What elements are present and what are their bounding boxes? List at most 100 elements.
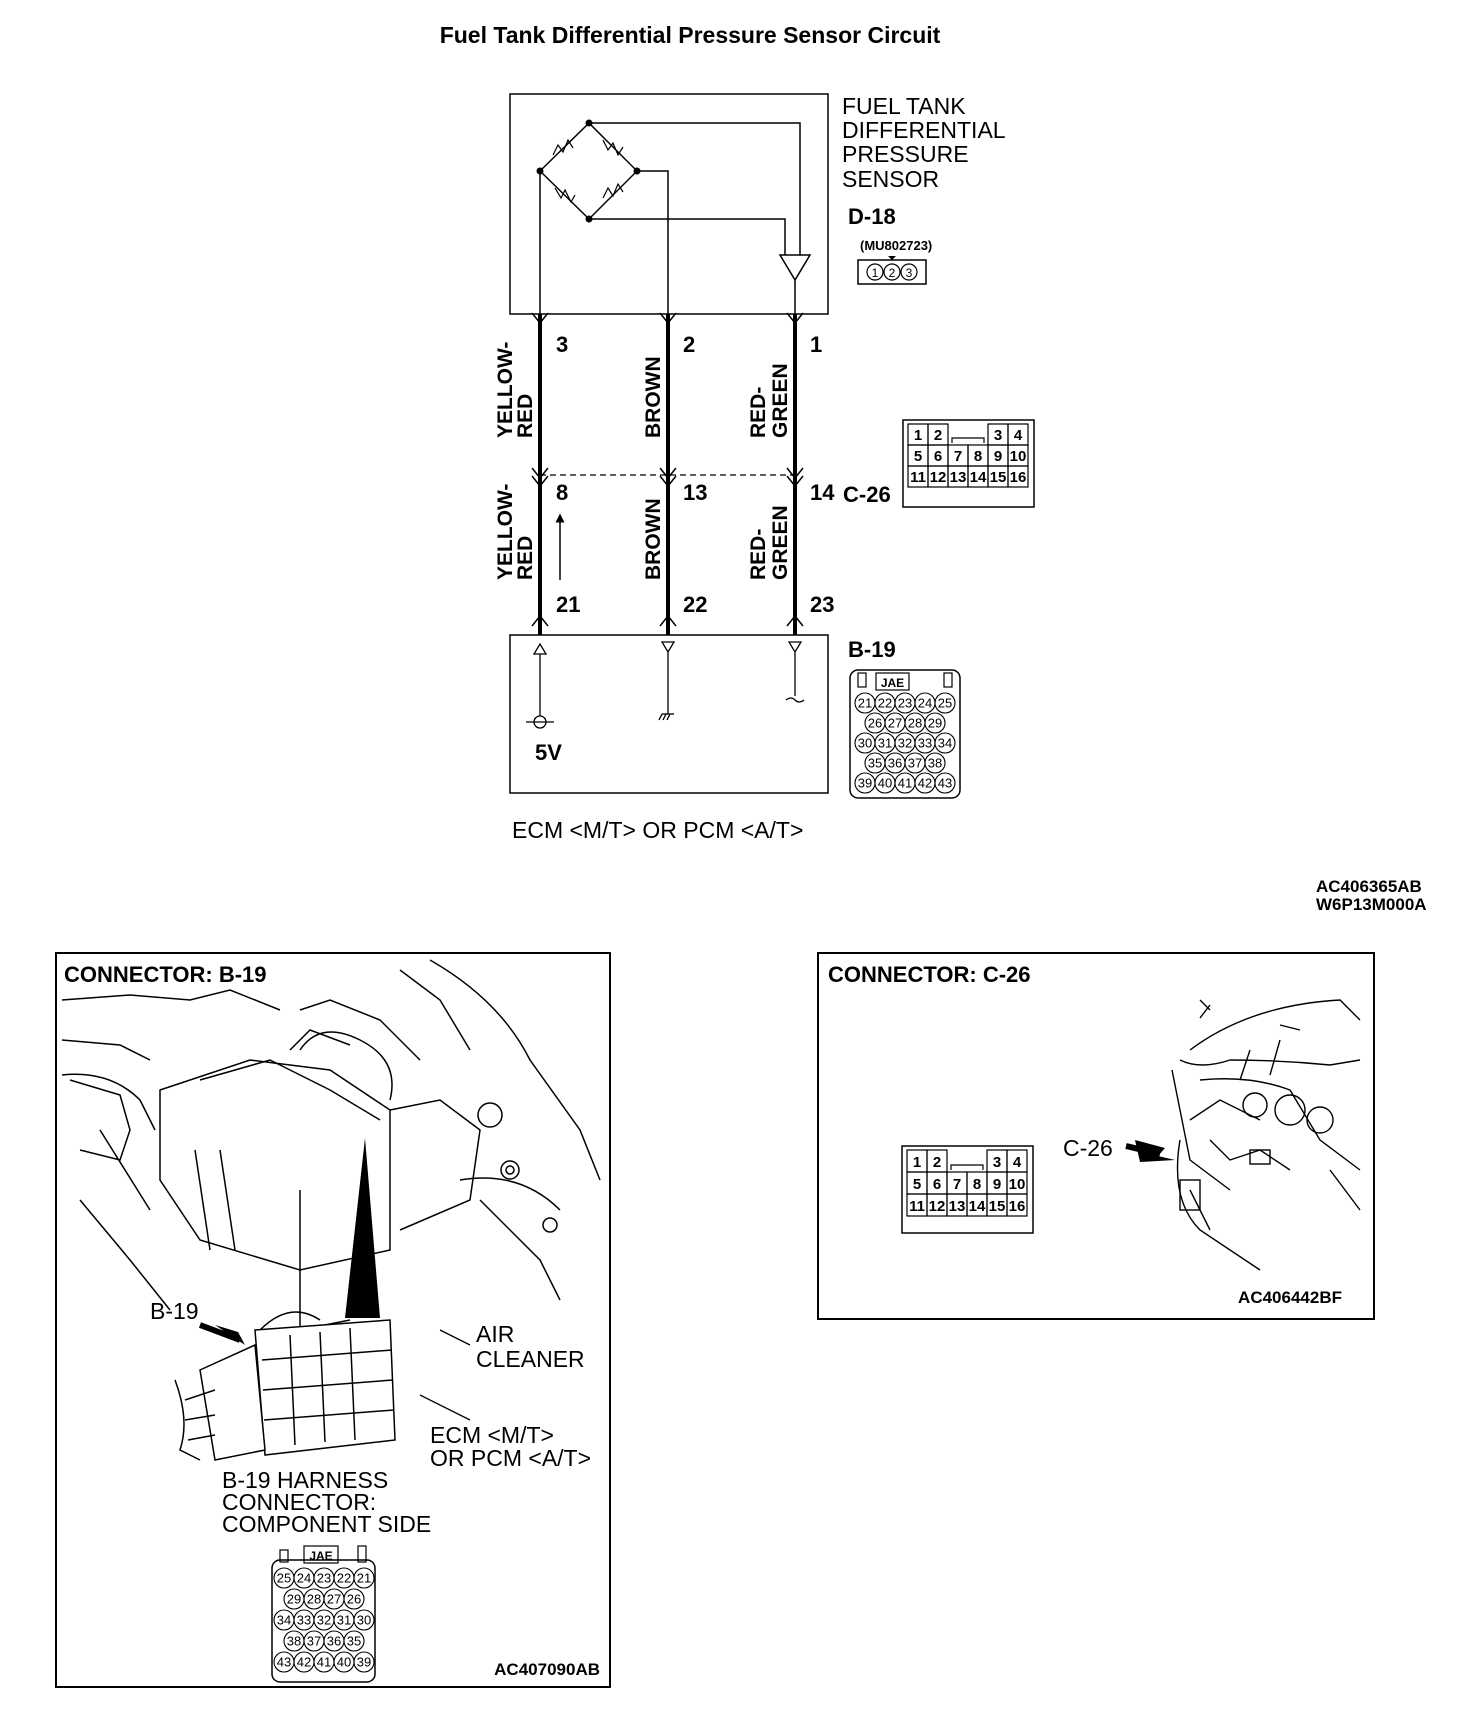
c26-top-pin-5: 5 <box>914 448 922 465</box>
c26-face-pin-5: 5 <box>913 1176 921 1193</box>
panel-c26-callout: C-26 <box>1063 1135 1113 1161</box>
b19-top-pin-28: 28 <box>908 716 922 731</box>
c26-face-pin-2: 2 <box>933 1154 941 1171</box>
wire-runs <box>531 312 804 635</box>
b19-face-pin-27: 27 <box>327 1592 341 1607</box>
c26-top-pin-11: 11 <box>910 469 926 486</box>
air-cleaner-line2: CLEANER <box>476 1346 585 1372</box>
c26-connector-name: C-26 <box>843 482 891 507</box>
wire-color-upper-3b: GREEN <box>769 363 792 438</box>
b19-face-pin-38: 38 <box>287 1634 301 1649</box>
harness-line3: COMPONENT SIDE <box>222 1511 431 1537</box>
panel-b19 <box>55 952 611 1688</box>
b19-face-pin-40: 40 <box>337 1655 351 1670</box>
b19-top-pin-34: 34 <box>938 736 952 751</box>
c26-pin-14: 14 <box>810 480 835 505</box>
b19-top-pin-37: 37 <box>908 756 922 771</box>
panel-ecm-line1: ECM <M/T> <box>430 1422 554 1448</box>
key-slot <box>951 437 985 443</box>
c26-top-pin-10: 10 <box>1010 448 1027 465</box>
b19-arrow-shaft <box>198 1322 242 1343</box>
pin-circle <box>353 1609 375 1631</box>
c26-face-pin-11: 11 <box>909 1198 925 1215</box>
sensor-pin-2: 2 <box>683 332 695 357</box>
pin-circle <box>343 1588 365 1610</box>
b19-face-pin-30: 30 <box>357 1613 371 1628</box>
c26-face-pin-4: 4 <box>1013 1154 1022 1171</box>
sensor-pin-1: 1 <box>810 332 822 357</box>
b19-face-pin-36: 36 <box>327 1634 341 1649</box>
c26-face-pin-7: 7 <box>953 1176 961 1193</box>
pin-circle <box>934 732 956 754</box>
wire-color-upper-1b: RED <box>514 394 537 438</box>
pin-cell <box>1006 1193 1028 1217</box>
c26-face-pin-13: 13 <box>949 1198 966 1215</box>
c26-top-pin-16: 16 <box>1010 469 1027 486</box>
b19-top-pin-26: 26 <box>868 716 882 731</box>
engine-bay-illustration <box>61 959 601 1331</box>
panel-b19-header: CONNECTOR: B-19 <box>64 962 267 987</box>
b19-top-pin-22: 22 <box>878 696 892 711</box>
b19-top-pin-24: 24 <box>918 696 932 711</box>
ecm-module-illustration <box>174 1319 396 1461</box>
sensor-connector-name: D-18 <box>848 204 896 229</box>
sensor-name-line2: DIFFERENTIAL <box>842 117 1006 143</box>
key-slot <box>950 1164 984 1170</box>
b19-face-pin-28: 28 <box>307 1592 321 1607</box>
wire-color-lower-1b: RED <box>514 536 537 580</box>
b19-face-pin-34: 34 <box>277 1613 291 1628</box>
b19-face-pin-43: 43 <box>277 1655 291 1670</box>
c26-face-pin-14: 14 <box>969 1198 986 1215</box>
panel-ecm-line2: OR PCM <A/T> <box>430 1445 591 1471</box>
b19-face-pin-35: 35 <box>347 1634 361 1649</box>
ecm-pin-23: 23 <box>810 592 834 617</box>
pin-circle <box>924 712 946 734</box>
c26-pin-13: 13 <box>683 480 707 505</box>
figure-code-2: W6P13M000A <box>1316 895 1427 914</box>
ecm-voltage: 5V <box>535 740 562 765</box>
b19-top-pin-27: 27 <box>888 716 902 731</box>
b19-face-pin-29: 29 <box>287 1592 301 1607</box>
sensor-name-line3: PRESSURE <box>842 141 969 167</box>
b19-top-pin-39: 39 <box>858 776 872 791</box>
b19-face-pin-21: 21 <box>357 1571 371 1586</box>
harness-line2: CONNECTOR: <box>222 1489 376 1515</box>
c26-top-pin-14: 14 <box>970 469 987 486</box>
harness-line1: B-19 HARNESS <box>222 1467 388 1493</box>
b19-face-pin-37: 37 <box>307 1634 321 1649</box>
b19-top-pin-38: 38 <box>928 756 942 771</box>
d18-pin-1: 1 <box>872 266 879 280</box>
b19-top-pin-21: 21 <box>858 696 872 711</box>
dashboard-illustration <box>1171 999 1361 1271</box>
pointer-wedge <box>345 1138 380 1318</box>
c26-top-pin-9: 9 <box>994 448 1002 465</box>
b19-top-pin-25: 25 <box>938 696 952 711</box>
pin-circle <box>343 1630 365 1652</box>
c26-face-pin-3: 3 <box>993 1154 1001 1171</box>
c26-top-pin-1: 1 <box>914 427 922 444</box>
ecm-leader <box>419 1394 471 1421</box>
pin-circle <box>934 772 956 794</box>
panel-c26 <box>817 952 1375 1320</box>
air-cleaner-line1: AIR <box>476 1321 514 1347</box>
panel-b19-code: AC407090AB <box>494 1660 600 1679</box>
sensor-part-number: (MU802723) <box>860 238 932 253</box>
c26-face-pin-10: 10 <box>1009 1176 1026 1193</box>
c26-top-pin-4: 4 <box>1014 427 1023 444</box>
c26-face-pin-8: 8 <box>973 1176 981 1193</box>
wire-color-lower-3a: RED- <box>747 529 770 580</box>
b19-top-pin-36: 36 <box>888 756 902 771</box>
panel-c26-code: AC406442BF <box>1238 1288 1342 1307</box>
pin-circle <box>353 1651 375 1673</box>
ecm-pin-21: 21 <box>556 592 580 617</box>
b19-top-pin-41: 41 <box>898 776 912 791</box>
b19-top-pin-43: 43 <box>938 776 952 791</box>
sensor-pin-3: 3 <box>556 332 568 357</box>
air-cleaner-leader <box>439 1329 471 1346</box>
b19-face-pin-31: 31 <box>337 1613 351 1628</box>
b19-face-pin-41: 41 <box>317 1655 331 1670</box>
c26-face-pin-12: 12 <box>929 1198 946 1215</box>
b19-face-pin-33: 33 <box>297 1613 311 1628</box>
c26-pin-8: 8 <box>556 480 568 505</box>
